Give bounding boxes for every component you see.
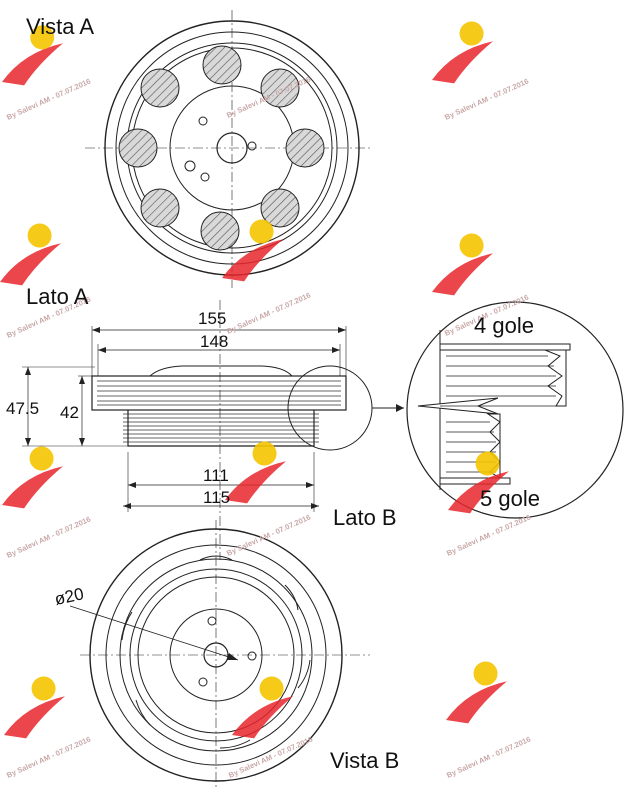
view-a-drawing	[85, 10, 370, 288]
side-a-label: Lato A	[26, 284, 89, 309]
watermark-text: By Salevi AM - 07.07.2016	[225, 291, 312, 336]
grooves-top-label: 4 gole	[474, 313, 534, 338]
watermark-logo-11	[446, 661, 508, 724]
watermark-logo-2	[432, 21, 494, 84]
watermark-logo-4	[0, 223, 62, 286]
view-b-label: Vista B	[330, 748, 399, 773]
watermark-logo-7	[225, 441, 287, 504]
dimension-47-5: 47.5	[6, 399, 39, 418]
watermark-text: By Salevi AM - 07.07.2016	[225, 513, 312, 558]
watermark-text: By Salevi AM - 07.07.2016	[5, 515, 92, 560]
side-b-label: Lato B	[333, 505, 397, 530]
dimension-diameter-20: ø20	[53, 584, 86, 609]
watermark-logo-5	[432, 233, 494, 296]
view-b-drawing	[69, 520, 370, 790]
lower-groove-lines	[123, 413, 319, 443]
view-a-label: Vista A	[26, 14, 94, 39]
watermark-logo-6	[2, 446, 64, 509]
watermark-logo-1	[2, 25, 64, 86]
dimension-155: 155	[198, 309, 226, 328]
watermark-logo-3	[222, 219, 284, 282]
grooves-bottom-label: 5 gole	[480, 486, 540, 511]
upper-ribs	[446, 355, 556, 397]
lightening-holes	[118, 45, 325, 251]
watermark-logo-10	[232, 676, 294, 739]
dimension-111: 111	[203, 466, 229, 485]
dimension-42: 42	[60, 403, 79, 422]
watermark-text-group: By Salevi AM - 07.07.2016 By Salevi AM -…	[5, 75, 532, 780]
watermark-text: By Salevi AM - 07.07.2016	[443, 77, 530, 122]
watermark-text: By Salevi AM - 07.07.2016	[227, 735, 314, 780]
groove-detail-drawing	[406, 301, 624, 519]
watermark-logo-9	[4, 676, 66, 739]
watermark-text: By Salevi AM - 07.07.2016	[5, 735, 92, 780]
watermark-text: By Salevi AM - 07.07.2016	[445, 513, 532, 558]
rear-lobes	[121, 555, 311, 749]
watermark-text: By Salevi AM - 07.07.2016	[445, 735, 532, 780]
dimension-148: 148	[200, 332, 228, 351]
side-view-drawing	[22, 300, 404, 560]
dimension-115: 115	[203, 488, 230, 507]
watermark-logo-8	[448, 451, 510, 514]
upper-groove-lines	[97, 380, 341, 406]
